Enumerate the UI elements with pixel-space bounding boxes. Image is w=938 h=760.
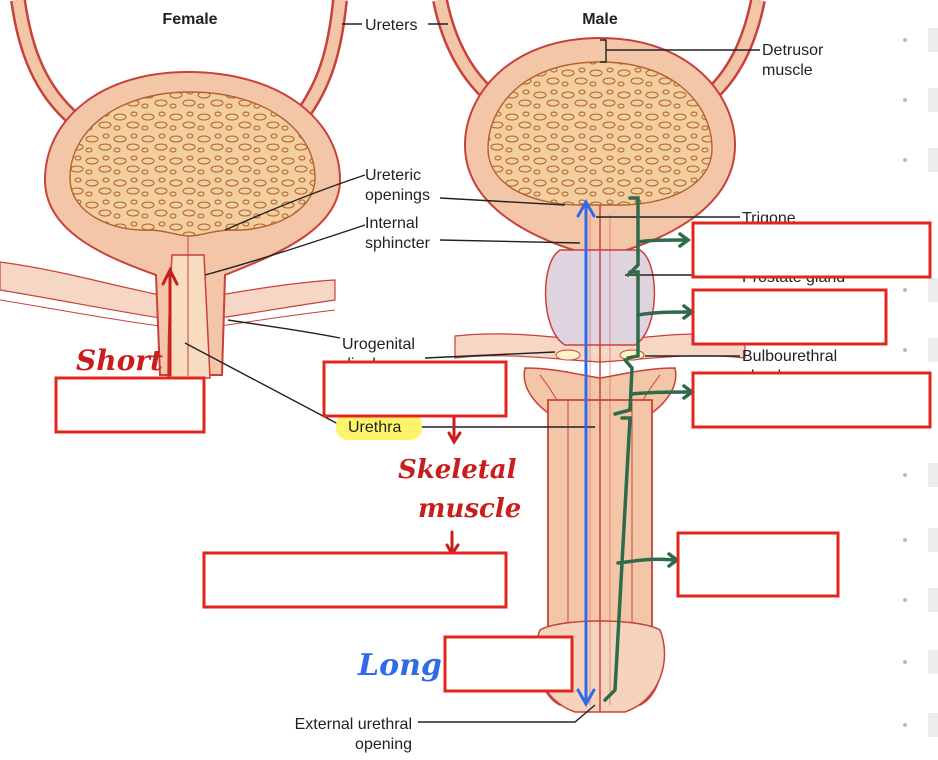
answer-box-muscle-type[interactable]	[202, 551, 508, 609]
label-bulbourethral-line1: Bulbourethral	[742, 348, 837, 365]
green-brackets	[603, 196, 695, 702]
label-ureteric-line2: openings	[365, 187, 430, 204]
female-title: Female	[162, 11, 217, 28]
handwritten-skeletal: Skeletal	[398, 455, 517, 485]
answer-box-urogenital[interactable]	[322, 360, 508, 418]
label-urogenital-line1: Urogenital	[342, 336, 415, 353]
label-ureteric-line1: Ureteric	[365, 167, 421, 184]
label-detrusor-line1: Detrusor	[762, 42, 824, 59]
label-internal-line2: sphincter	[365, 235, 431, 252]
answer-box-bulbar-urethra[interactable]	[691, 371, 932, 429]
short-arrow	[161, 266, 179, 377]
label-ureters: Ureters	[365, 17, 417, 34]
background-list-markers	[903, 28, 938, 737]
label-external-line2: opening	[355, 736, 412, 753]
answer-box-spongy-urethra[interactable]	[676, 531, 840, 598]
answer-box-prostatic-urethra[interactable]	[691, 221, 932, 279]
handwritten-short: Short	[76, 344, 163, 377]
answer-box-male-length[interactable]	[443, 635, 574, 693]
male-bladder-illustration	[432, 0, 766, 713]
answer-box-membranous-urethra[interactable]	[691, 288, 888, 346]
handwritten-long: Long	[357, 648, 442, 683]
male-title: Male	[582, 11, 618, 28]
urethra-highlight	[336, 413, 422, 440]
label-detrusor-line2: muscle	[762, 62, 813, 79]
leader-lines	[184, 23, 760, 723]
label-internal-line1: Internal	[365, 215, 418, 232]
skeletal-arrows	[445, 416, 462, 557]
answer-box-female-urethra[interactable]	[54, 376, 206, 434]
label-urethra: Urethra	[348, 419, 401, 436]
female-bladder-illustration	[0, 0, 348, 379]
label-external-line1: External urethral	[295, 716, 412, 733]
long-arrow	[576, 198, 596, 708]
handwritten-muscle: muscle	[418, 494, 521, 524]
